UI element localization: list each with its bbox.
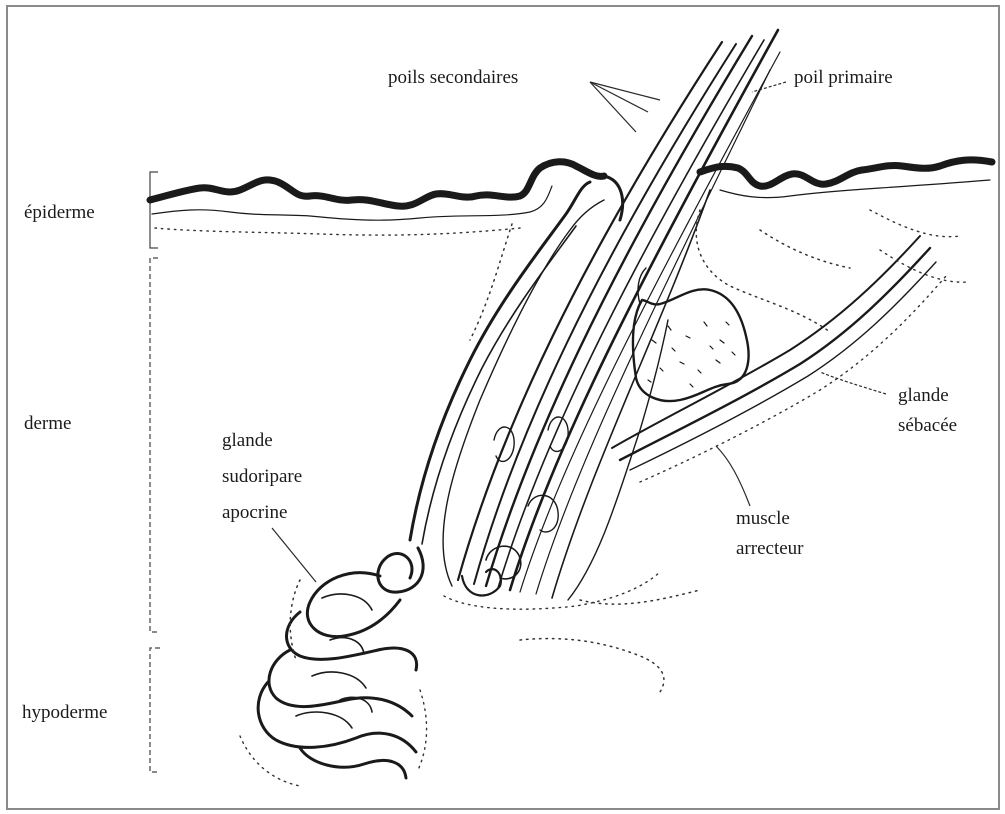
label-poil-primaire: poil primaire xyxy=(794,67,893,88)
label-glande-sudoripare-line3: apocrine xyxy=(222,502,287,523)
label-glande-sebacee-line2: sébacée xyxy=(898,415,957,436)
label-glande-sudoripare-line1: glande xyxy=(222,430,273,451)
connective-tissue-stipple xyxy=(290,210,850,692)
label-glande-sudoripare-line2: sudoripare xyxy=(222,466,302,487)
label-hypoderme: hypoderme xyxy=(22,702,107,723)
leader-secondaires-1 xyxy=(590,82,636,132)
label-muscle-arrecteur-line2: arrecteur xyxy=(736,538,804,559)
label-glande-sebacee-line1: glande xyxy=(898,385,949,406)
label-poils-secondaires: poils secondaires xyxy=(388,67,518,88)
label-derme: derme xyxy=(24,413,71,434)
leader-primaire xyxy=(752,82,786,92)
epiderme-bracket xyxy=(150,172,158,248)
leader-lines xyxy=(272,82,886,582)
leader-secondaires-3 xyxy=(590,82,660,100)
apocrine-duct xyxy=(410,176,623,544)
leader-secondaires-2 xyxy=(590,82,648,112)
label-muscle-arrecteur-line1: muscle xyxy=(736,508,790,529)
layer-brackets xyxy=(150,172,160,772)
derme-bracket xyxy=(150,258,158,632)
figure-frame xyxy=(7,6,999,809)
leader-sudoripare xyxy=(272,528,316,582)
sebaceous-gland xyxy=(633,268,749,401)
label-epiderme: épiderme xyxy=(24,202,95,223)
leader-muscle xyxy=(716,446,750,506)
hypoderme-bracket xyxy=(150,648,160,772)
epidermis-surface xyxy=(150,160,992,235)
apocrine-gland-coil xyxy=(240,548,427,786)
arrector-muscle xyxy=(612,210,968,482)
